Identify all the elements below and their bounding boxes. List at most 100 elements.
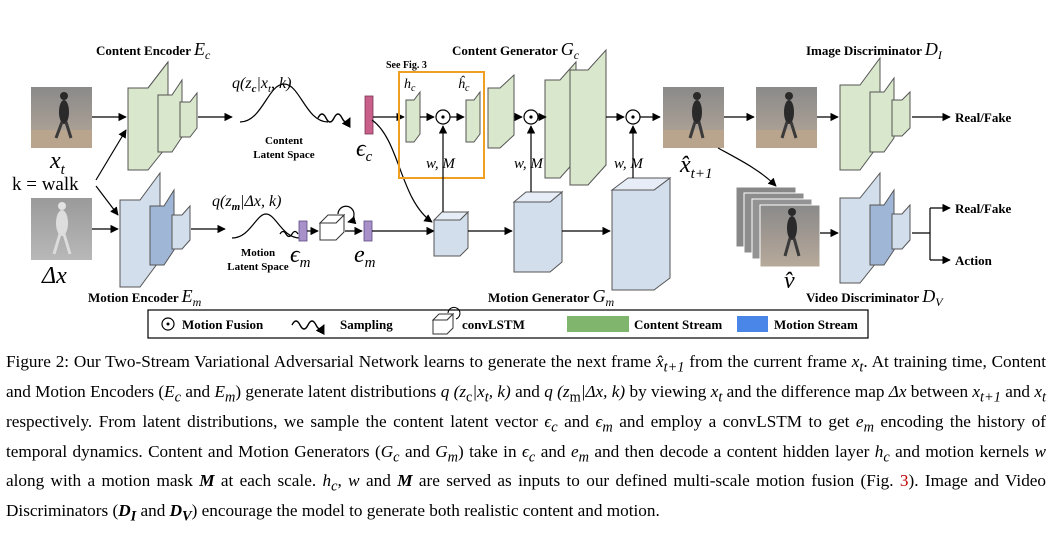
caption-math: h [874,441,884,461]
content-encoder [127,60,198,171]
caption-math: m [863,419,874,436]
caption-math: x [710,381,719,401]
caption-text: and employ a convLSTM to get [612,411,856,431]
caption-math: c [551,419,558,436]
caption-text: and motion kernels [889,441,1035,461]
motion-stream-swatch [737,316,768,332]
caption-math: E [214,381,225,401]
caption-math: D [169,501,183,521]
image-discriminator [839,56,911,171]
caption-math: m [578,448,589,465]
motion-embedding-vector [363,220,373,242]
generated-video-stack [735,186,821,268]
caption-math: w [1034,441,1046,461]
caption-math: E [164,381,175,401]
content-latent-vector [364,95,374,135]
caption-text: and [359,471,398,491]
k-walk-label: k = walk [12,174,79,195]
image-disc-input [756,87,817,148]
caption-math: x [851,352,860,371]
caption-text: and [399,441,436,461]
e-m-label: em [354,242,376,271]
wm-label-1: w, M [426,156,456,172]
caption-math: t [718,389,723,406]
caption-math: c [528,448,536,465]
caption-math: m [447,448,458,465]
caption-text: ) encourage the model to generate both r… [191,501,660,521]
caption-math: t [484,389,489,406]
legend: Motion Fusion Sampling convLSTM Content … [147,306,869,339]
caption-math: Δx [888,381,907,401]
caption-math: |x [472,381,485,401]
caption-math: c [331,478,338,495]
caption-text: and [510,381,545,401]
caption-math: t+1 [663,359,685,376]
caption-math: x [972,381,981,401]
q-motion-label: q(zm|Δx, k) [212,193,281,213]
caption-text: are served as inputs to our defined mult… [412,471,900,491]
difference-map [31,198,92,260]
content-latent-label-1: Content [265,135,303,147]
caption-text: and [557,411,596,431]
video-discriminator [839,171,911,284]
hc-hat-label: ĥc [458,75,470,94]
figure-label: Figure 2: [6,352,70,371]
caption-math: c [393,448,400,465]
image-discriminator-label: Image Discriminator DI [806,39,943,62]
content-encoder-label: Content Encoder Ec [96,39,211,62]
motion-generator-label: Motion Generator Gm [488,286,614,309]
caption-math: ϵ [521,441,529,461]
caption-math: t [1042,389,1046,406]
caption-math: M [199,471,215,491]
content-generator-label: Content Generator Gc [452,39,580,62]
content-latent-label-2: Latent Space [253,149,315,161]
caption-text: from the current frame [684,352,852,371]
caption-text: between [906,381,973,401]
wm-label-2: w, M [514,156,544,172]
caption-math: D [118,501,131,521]
wm-label-3: w, M [614,156,644,172]
caption-text: ) take in [457,441,522,461]
motion-gaussian [231,213,301,239]
caption-math: c [883,448,890,465]
legend-content-stream: Content Stream [634,317,722,332]
caption-text: along with a motion mask [6,471,200,491]
caption-math: m [569,389,581,406]
caption-text: ) generate latent distributions [235,381,441,401]
caption-math: G [435,441,448,461]
real-fake-image-label: Real/Fake [955,110,1012,125]
real-fake-video-label: Real/Fake [955,201,1012,216]
video-discriminator-label: Video Discriminator DV [806,286,944,309]
caption-text: and [180,381,215,401]
caption-math: t+1 [980,389,1001,406]
q-content-label: q(zc|xt, k) [232,75,291,95]
caption-text: respectively. From latent distributions,… [6,411,545,431]
caption-math: , k) [488,381,511,401]
caption-text: and [136,501,170,521]
motion-fusion-detail-box [398,71,485,179]
hc-label: hc [404,77,416,94]
caption-math: m [602,419,613,436]
caption-text: and [1000,381,1035,401]
caption-math: q (z [440,381,467,401]
x-hat-label: x̂t+1 [679,152,712,182]
motion-encoder-label: Motion Encoder Em [88,286,202,309]
content-gaussian [239,83,329,123]
motion-latent-label-1: Motion [241,247,275,259]
sampling-icon [291,320,325,336]
content-sampling-wave [317,113,351,129]
caption-math: h [322,471,332,491]
caption-text: and then decode a content hidden layer [588,441,875,461]
caption-math: G [380,441,394,461]
caption-text: encoding the history of temporal dynamic… [6,411,1046,461]
caption-text: , [337,471,349,491]
figure-3-link[interactable]: 3 [899,471,909,491]
caption-math: x [1034,381,1042,401]
content-generator [405,48,607,186]
motion-encoder [119,171,191,288]
action-label: Action [955,253,993,268]
caption-math: t [859,359,864,376]
legend-sampling: Sampling [340,317,393,332]
caption-math: c [174,389,181,406]
delta-x-label: Δx [41,263,67,289]
